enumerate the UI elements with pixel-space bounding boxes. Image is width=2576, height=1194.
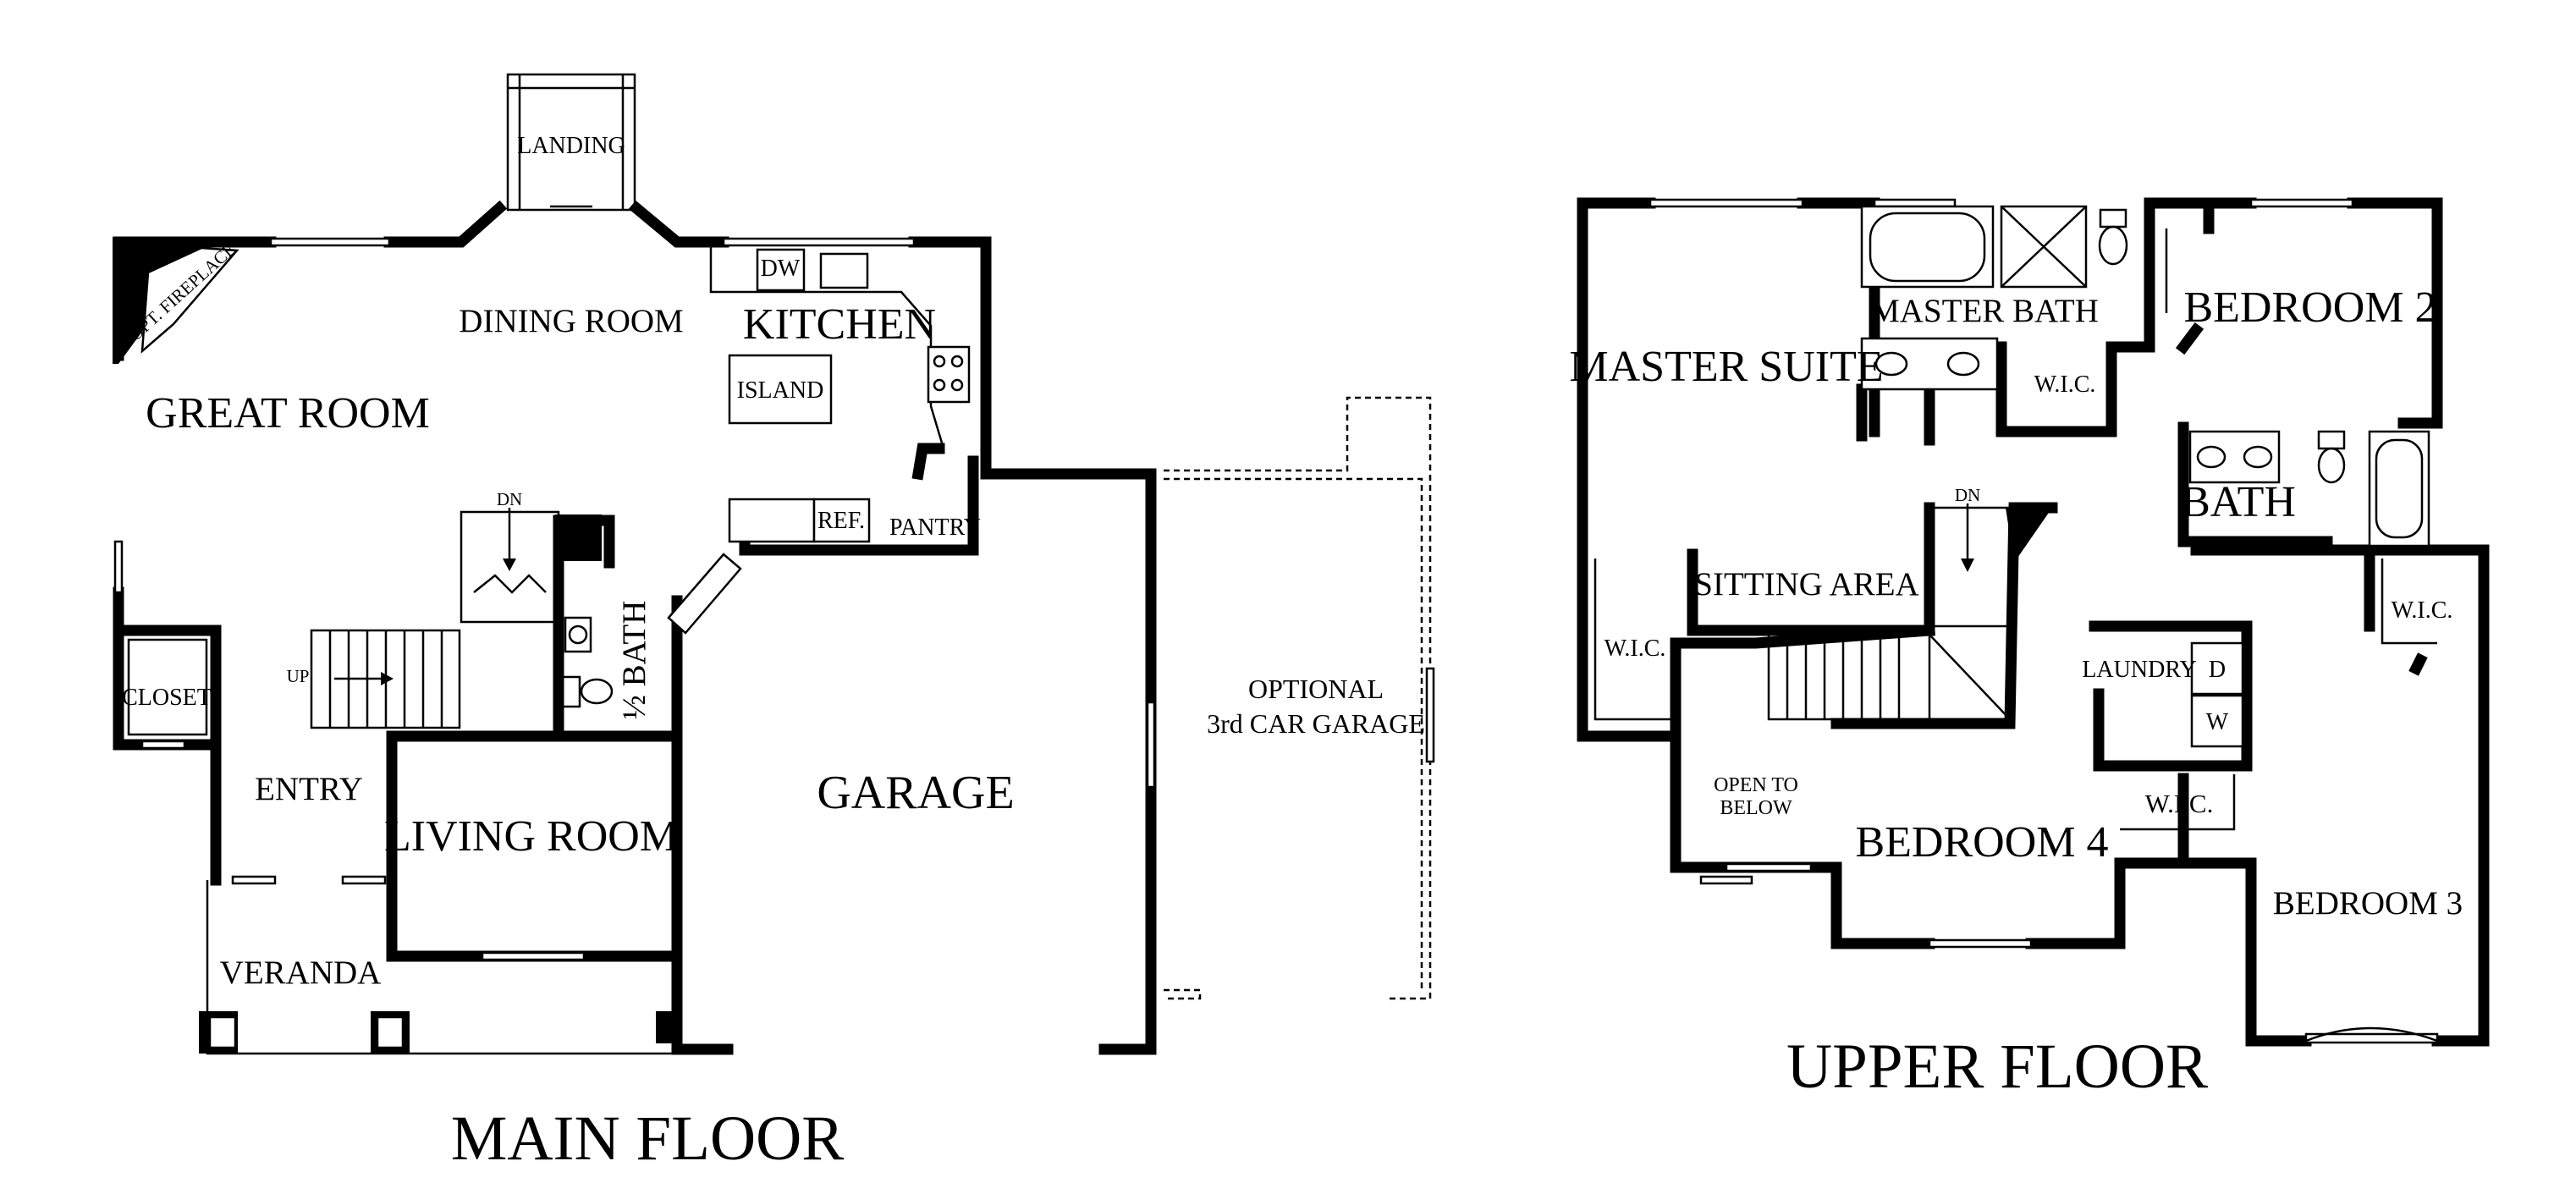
label-landing: LANDING xyxy=(517,133,625,159)
optional-garage-outline xyxy=(1164,396,1435,1000)
label-kitchen: KITCHEN xyxy=(743,300,936,349)
label-laundry: LAUNDRY xyxy=(2082,657,2196,683)
main-floor-windows xyxy=(113,237,1753,961)
dishwasher-box xyxy=(756,248,806,292)
label-living-room: LIVING ROOM xyxy=(384,812,679,861)
counter-left xyxy=(728,498,816,543)
landing-bumpout xyxy=(506,73,636,212)
label-bedroom4-wic: W.I.C. xyxy=(2145,789,2214,818)
label-dining-room: DINING ROOM xyxy=(459,303,683,339)
label-sitting-area: SITTING AREA xyxy=(1694,566,1918,603)
label-bedroom-2: BEDROOM 2 xyxy=(2183,283,2436,332)
veranda-structure xyxy=(199,880,681,1055)
label-pantry: PANTRY xyxy=(889,514,981,541)
bath-vanity xyxy=(2188,430,2281,484)
bedroom3-wic-outline xyxy=(2381,558,2437,645)
upper-floor-plan: MASTER BATH BEDROOM 2 MASTER SUITE W.I.C… xyxy=(1569,197,2490,1102)
label-bedroom3-wic: W.I.C. xyxy=(2392,597,2453,624)
bedroom4-wic-outline xyxy=(2120,774,2236,831)
master-vanity xyxy=(1860,337,1999,391)
label-garage: GARAGE xyxy=(817,767,1014,819)
label-great-room: GREAT ROOM xyxy=(146,389,430,437)
half-bath-fixtures xyxy=(561,616,614,708)
upper-floor-labels: MASTER BATH BEDROOM 2 MASTER SUITE W.I.C… xyxy=(1569,283,2463,1102)
angled-cabinet xyxy=(667,553,742,635)
label-bath: BATH xyxy=(2181,478,2296,526)
label-bedroom-3: BEDROOM 3 xyxy=(2273,885,2463,922)
master-bath-fixtures xyxy=(1860,205,2168,391)
label-bedroom-4: BEDROOM 4 xyxy=(1855,818,2108,867)
main-floor-stairs xyxy=(310,508,602,729)
kitchen-sink xyxy=(819,252,869,289)
main-floor-title: MAIN FLOOR xyxy=(451,1103,845,1174)
label-dishwasher: DW xyxy=(761,256,801,282)
label-master-suite: MASTER SUITE xyxy=(1569,343,1883,391)
label-dryer: D xyxy=(2209,657,2226,683)
upper-floor-stairs xyxy=(1767,503,2052,721)
closet-box xyxy=(127,638,208,736)
laundry-appliances xyxy=(2190,641,2244,748)
label-closet: CLOSET xyxy=(122,685,212,711)
label-entry: ENTRY xyxy=(255,771,363,807)
label-open-to-below-line2: BELOW xyxy=(1720,797,1792,819)
upper-floor-walls xyxy=(1577,197,2490,1047)
label-master-bath: MASTER BATH xyxy=(1870,293,2099,329)
label-master-wic: W.I.C. xyxy=(2034,371,2096,398)
label-refrigerator: REF. xyxy=(817,508,865,534)
main-floor-plan: LANDING OPT. FIREPLACE DINING ROOM KITCH… xyxy=(113,73,1753,1174)
label-open-to-below-line1: OPEN TO xyxy=(1714,774,1798,796)
label-optional-garage-line1: OPTIONAL xyxy=(1248,674,1384,704)
label-upper-stairs-down: DN xyxy=(1955,485,1980,505)
label-half-bath: ½ BATH xyxy=(616,601,652,720)
bath-fixtures xyxy=(2188,430,2430,547)
suite-wic-outline xyxy=(1593,558,1671,721)
kitchen-fixtures xyxy=(667,247,971,635)
washer-box xyxy=(2190,694,2244,748)
bath-tub xyxy=(2368,430,2430,547)
label-suite-wic: W.I.C. xyxy=(1604,636,1666,662)
label-optional-garage-line2: 3rd CAR GARAGE xyxy=(1207,708,1425,739)
cooktop xyxy=(927,345,971,404)
label-stairs-down: DN xyxy=(497,489,522,509)
opt-fireplace xyxy=(113,237,239,364)
refrigerator-box xyxy=(812,498,871,543)
label-veranda: VERANDA xyxy=(220,955,382,991)
label-stairs-up: UP xyxy=(287,666,310,686)
label-island: ISLAND xyxy=(737,377,824,404)
dryer-box xyxy=(2190,641,2244,696)
bedroom3-bay-window xyxy=(2305,1026,2438,1043)
upper-floor-title: UPPER FLOOR xyxy=(1786,1032,2208,1102)
kitchen-island xyxy=(728,354,833,425)
upper-floor-windows xyxy=(1649,198,2439,1044)
label-washer: W xyxy=(2206,709,2229,735)
master-tub xyxy=(1860,205,1995,289)
